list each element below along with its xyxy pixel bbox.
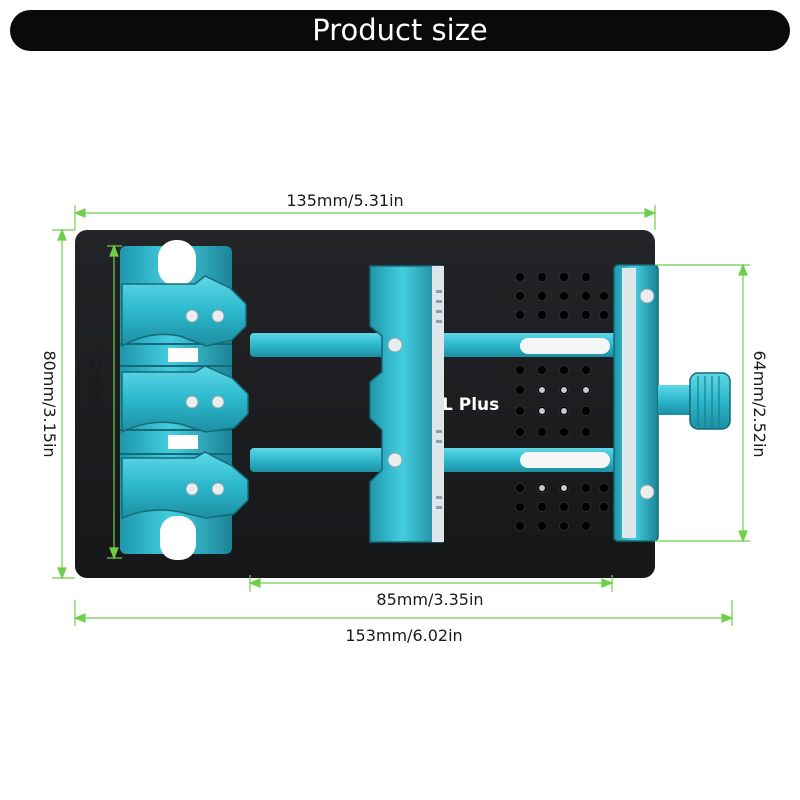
middle-t-bracket <box>369 265 444 543</box>
right-height-label: 64mm/2.52in <box>750 350 769 457</box>
perforation-holes <box>515 272 609 531</box>
adjustment-knob <box>658 372 731 430</box>
plate-slot-bottom <box>520 452 610 468</box>
clamp-pad-2 <box>121 365 249 434</box>
right-clamp-jaw <box>613 264 659 542</box>
page-title: Product size <box>10 10 790 51</box>
inner-width-label: 85mm/3.35in <box>376 590 483 609</box>
clamp-pad-1 <box>121 275 247 348</box>
bottom-width-label: 153mm/6.02in <box>345 626 462 645</box>
clamp-height-label: 72mm/2.83in <box>86 348 105 455</box>
top-width-label: 135mm/5.31in <box>286 191 403 210</box>
clamp-pad-3 <box>121 451 249 520</box>
dimension-lines <box>52 205 750 626</box>
brand-text: L Plus <box>442 395 499 415</box>
plate-slot-top <box>520 338 610 354</box>
left-height-label: 80mm/3.15in <box>40 350 59 457</box>
